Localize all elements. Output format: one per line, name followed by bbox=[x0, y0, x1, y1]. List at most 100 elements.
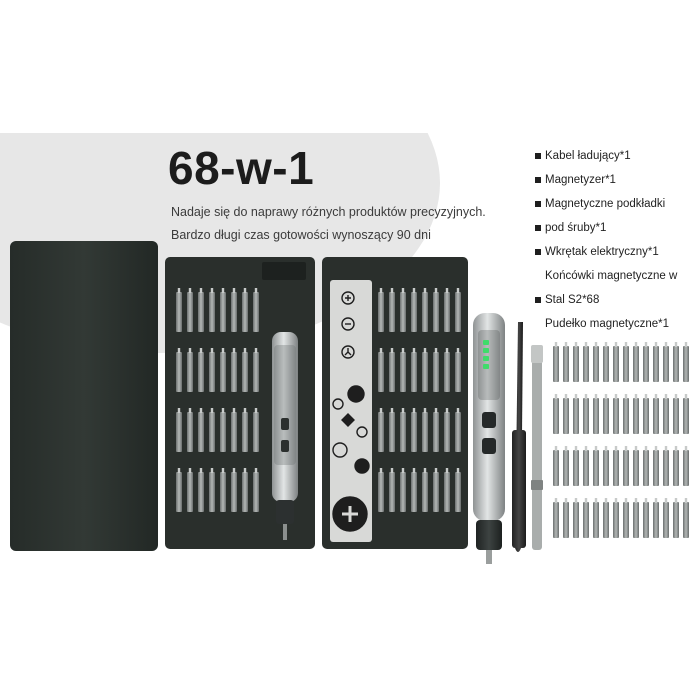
screwdriver-bit bbox=[209, 352, 215, 392]
bit-tip bbox=[221, 468, 225, 473]
bit-tip bbox=[199, 348, 203, 353]
bit-tip bbox=[243, 408, 247, 413]
bit-tip bbox=[574, 498, 578, 503]
battery-led-1 bbox=[483, 340, 489, 345]
screwdriver-bit bbox=[176, 472, 182, 512]
pry-tool bbox=[531, 345, 543, 550]
bit-tip bbox=[243, 468, 247, 473]
bit-tip bbox=[584, 498, 588, 503]
bit-tip bbox=[434, 348, 438, 353]
bit-tip bbox=[221, 408, 225, 413]
screwdriver-bit bbox=[643, 502, 649, 538]
screwdriver-bit bbox=[563, 398, 569, 434]
screwdriver-bit bbox=[633, 346, 639, 382]
screwdriver-bit bbox=[683, 398, 689, 434]
screwdriver-bit bbox=[593, 398, 599, 434]
bit-tip bbox=[456, 468, 460, 473]
screwdriver-bit bbox=[653, 398, 659, 434]
screwdriver-bit bbox=[231, 352, 237, 392]
screwdriver-bit bbox=[253, 292, 259, 332]
screwdriver-bit bbox=[683, 346, 689, 382]
screwdriver-bit bbox=[209, 472, 215, 512]
bit-tip bbox=[254, 408, 258, 413]
package-item: Końcówki magnetyczne w bbox=[545, 270, 678, 282]
screwdriver-bit bbox=[603, 502, 609, 538]
screwdriver-bit bbox=[433, 292, 439, 332]
battery-led-3 bbox=[483, 356, 489, 361]
screwdriver-bit bbox=[378, 292, 384, 332]
screwdriver-bit bbox=[378, 352, 384, 392]
screwdriver-bit bbox=[553, 502, 559, 538]
bit-tip bbox=[604, 498, 608, 503]
bit-tip bbox=[232, 468, 236, 473]
subtitle-line-2: Bardzo długi czas gotowości wynoszący 90… bbox=[171, 228, 431, 242]
screwdriver-bit bbox=[643, 398, 649, 434]
bit-tip bbox=[664, 446, 668, 451]
screwdriver-bit bbox=[583, 502, 589, 538]
bit-tip bbox=[634, 498, 638, 503]
screwdriver-bit bbox=[663, 346, 669, 382]
screwdriver-bit bbox=[176, 352, 182, 392]
screwdriver-bit bbox=[389, 412, 395, 452]
case-lid bbox=[10, 241, 158, 551]
bit-tip bbox=[674, 498, 678, 503]
screwdriver-bit bbox=[455, 412, 461, 452]
screwdriver-bit bbox=[663, 398, 669, 434]
bit-tip bbox=[221, 348, 225, 353]
bit-tip bbox=[456, 288, 460, 293]
screwdriver-bit bbox=[209, 292, 215, 332]
bit-tip bbox=[379, 348, 383, 353]
bit-tip bbox=[684, 498, 688, 503]
screwdriver-bit bbox=[663, 450, 669, 486]
electric-screwdriver bbox=[473, 313, 505, 564]
bit-tip bbox=[177, 408, 181, 413]
bit-tip bbox=[379, 468, 383, 473]
bit-tip bbox=[654, 446, 658, 451]
bit-tip bbox=[554, 342, 558, 347]
bit-tip bbox=[554, 446, 558, 451]
bit-tip bbox=[210, 408, 214, 413]
package-item: pod śruby*1 bbox=[535, 216, 700, 240]
bit-tip bbox=[232, 288, 236, 293]
screwdriver-bit bbox=[663, 502, 669, 538]
bit-tip bbox=[188, 288, 192, 293]
screwdriver-bit bbox=[444, 472, 450, 512]
screwdriver-bit bbox=[433, 412, 439, 452]
bit-tip bbox=[634, 394, 638, 399]
bit-tip bbox=[614, 394, 618, 399]
bit-tip bbox=[412, 288, 416, 293]
screwdriver-bit bbox=[613, 346, 619, 382]
screwdriver-bit bbox=[378, 412, 384, 452]
screwdriver-bit bbox=[673, 398, 679, 434]
bit-tip bbox=[674, 394, 678, 399]
screwdriver-bit bbox=[389, 472, 395, 512]
screwdriver-bit bbox=[253, 472, 259, 512]
screwdriver-bit bbox=[553, 450, 559, 486]
screwdriver-bit bbox=[231, 292, 237, 332]
screwdriver-bit bbox=[573, 502, 579, 538]
screwdriver-bit bbox=[422, 412, 428, 452]
screwdriver-bit bbox=[573, 346, 579, 382]
product-title: 68-w-1 bbox=[168, 142, 315, 194]
bit-tip bbox=[423, 468, 427, 473]
screwdriver-bit bbox=[433, 472, 439, 512]
screwdriver-bit bbox=[378, 472, 384, 512]
bit-tip bbox=[445, 348, 449, 353]
screwdriver-bit bbox=[242, 472, 248, 512]
bit-tip bbox=[390, 468, 394, 473]
screwdriver-bit bbox=[593, 502, 599, 538]
screwdriver-bit bbox=[593, 450, 599, 486]
bit-tip bbox=[199, 468, 203, 473]
bit-tip bbox=[564, 394, 568, 399]
bit-tip bbox=[624, 446, 628, 451]
screwdriver-bit bbox=[455, 352, 461, 392]
screwdriver-bit bbox=[583, 450, 589, 486]
screwdriver-bit bbox=[411, 412, 417, 452]
bit-tip bbox=[210, 288, 214, 293]
screwdriver-bit bbox=[444, 412, 450, 452]
screwdriver-bit bbox=[176, 412, 182, 452]
bit-tip bbox=[254, 468, 258, 473]
screwdriver-bit bbox=[400, 352, 406, 392]
package-item: Magnetyzer*1 bbox=[535, 168, 700, 192]
